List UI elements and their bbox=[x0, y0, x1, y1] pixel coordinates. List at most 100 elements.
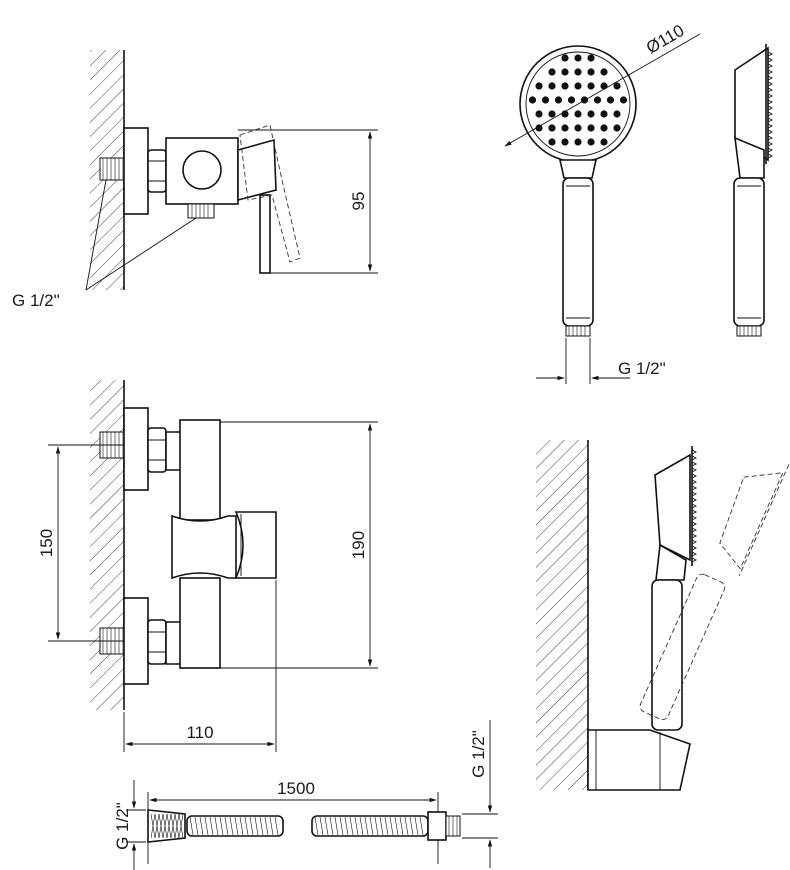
side-nozzle bbox=[767, 87, 774, 93]
side-nozzle bbox=[767, 81, 774, 87]
thread-label-hose-right: G 1/2" bbox=[469, 730, 488, 778]
nozzle bbox=[600, 68, 608, 76]
side-nozzle bbox=[767, 105, 774, 111]
hose-rib bbox=[314, 816, 319, 836]
shower-head-side bbox=[733, 44, 774, 337]
nozzle bbox=[535, 124, 543, 132]
nozzle bbox=[587, 54, 595, 62]
side-nozzle bbox=[691, 539, 698, 545]
handle-thread bbox=[565, 325, 591, 337]
wall-holder-view bbox=[536, 440, 790, 791]
hose-rib bbox=[364, 816, 369, 836]
upper-column bbox=[179, 419, 221, 521]
nozzle bbox=[587, 138, 595, 146]
hose-rib bbox=[409, 816, 414, 836]
hose-rib bbox=[319, 816, 324, 836]
handle-neck bbox=[559, 159, 597, 179]
nozzle bbox=[587, 110, 595, 118]
hose-rib bbox=[379, 816, 384, 836]
hose-rib bbox=[374, 816, 379, 836]
hose-rib bbox=[224, 816, 229, 836]
hose-rib bbox=[269, 816, 274, 836]
nozzle bbox=[606, 96, 615, 104]
nozzle bbox=[613, 110, 621, 118]
side-nozzle bbox=[767, 93, 774, 99]
upper-escutcheon bbox=[123, 407, 149, 491]
handle-body bbox=[562, 177, 594, 327]
side-nozzle bbox=[691, 449, 698, 455]
inlet-thread bbox=[99, 157, 127, 181]
dim-head-diameter: Ø110 bbox=[643, 21, 687, 58]
dim-hose-length: 1500 bbox=[277, 779, 315, 798]
side-nozzle bbox=[691, 533, 698, 539]
side-nozzle bbox=[691, 527, 698, 533]
hose-rib bbox=[339, 816, 344, 836]
side-nozzle bbox=[767, 51, 774, 57]
wall-hatch bbox=[536, 440, 588, 790]
nozzle bbox=[574, 124, 582, 132]
side-nozzle bbox=[767, 75, 774, 81]
nozzle bbox=[528, 96, 537, 104]
lower-nut bbox=[147, 619, 167, 665]
shower-holder bbox=[587, 729, 691, 791]
outlet-thread bbox=[187, 203, 215, 219]
nozzle bbox=[619, 96, 628, 104]
side-neck bbox=[734, 136, 765, 179]
nozzle bbox=[548, 68, 556, 76]
knurl-line bbox=[170, 813, 176, 839]
lower-escutcheon bbox=[123, 597, 149, 685]
head-rim bbox=[525, 51, 631, 157]
hose-rib bbox=[384, 816, 389, 836]
hose-ribs bbox=[189, 816, 279, 836]
side-nozzle bbox=[691, 467, 698, 473]
nozzle bbox=[535, 82, 543, 90]
side-nozzle bbox=[767, 129, 774, 135]
nozzle bbox=[561, 82, 569, 90]
thread-label-hose-left: G 1/2" bbox=[113, 802, 132, 850]
hose-rib bbox=[204, 816, 209, 836]
hose-right-nut bbox=[427, 811, 447, 841]
hose-rib bbox=[404, 816, 409, 836]
side-nozzle bbox=[691, 557, 698, 563]
side-nozzle bbox=[691, 521, 698, 527]
knurl-line bbox=[154, 813, 160, 839]
side-nozzle bbox=[691, 551, 698, 557]
hose-left-nut bbox=[147, 809, 186, 843]
nozzle bbox=[561, 124, 569, 132]
hose-rib bbox=[199, 816, 204, 836]
dim-mixer-height-front: 190 bbox=[349, 531, 368, 559]
nozzle bbox=[587, 68, 595, 76]
nozzle bbox=[548, 82, 556, 90]
nozzle bbox=[561, 68, 569, 76]
hose-view: 1500 G 1/2" G 1/2" bbox=[113, 720, 498, 870]
thread-label-shower: G 1/2" bbox=[618, 359, 666, 378]
nozzle bbox=[574, 82, 582, 90]
side-nozzle bbox=[691, 515, 698, 521]
lower-column bbox=[179, 577, 221, 669]
hose-rib bbox=[219, 816, 224, 836]
hose-rib bbox=[359, 816, 364, 836]
hose-rib bbox=[344, 816, 349, 836]
hose-rib bbox=[394, 816, 399, 836]
side-nozzle bbox=[691, 485, 698, 491]
hose-rib bbox=[209, 816, 214, 836]
hose-rib bbox=[349, 816, 354, 836]
lever-handle bbox=[259, 194, 271, 274]
hose-rib bbox=[239, 816, 244, 836]
nozzle bbox=[574, 54, 582, 62]
head-side-profile bbox=[734, 46, 769, 162]
side-nozzle bbox=[767, 147, 774, 153]
hose-rib bbox=[414, 816, 419, 836]
hose-rib bbox=[194, 816, 199, 836]
hose-rib bbox=[334, 816, 339, 836]
nozzle bbox=[574, 110, 582, 118]
hose-rib bbox=[229, 816, 234, 836]
docked-nozzles bbox=[691, 449, 698, 563]
side-nozzle bbox=[767, 111, 774, 117]
hose-rib bbox=[214, 816, 219, 836]
side-nozzle bbox=[691, 509, 698, 515]
hose-rib bbox=[419, 816, 424, 836]
spray-nozzles bbox=[528, 54, 628, 146]
hose-rib bbox=[254, 816, 259, 836]
